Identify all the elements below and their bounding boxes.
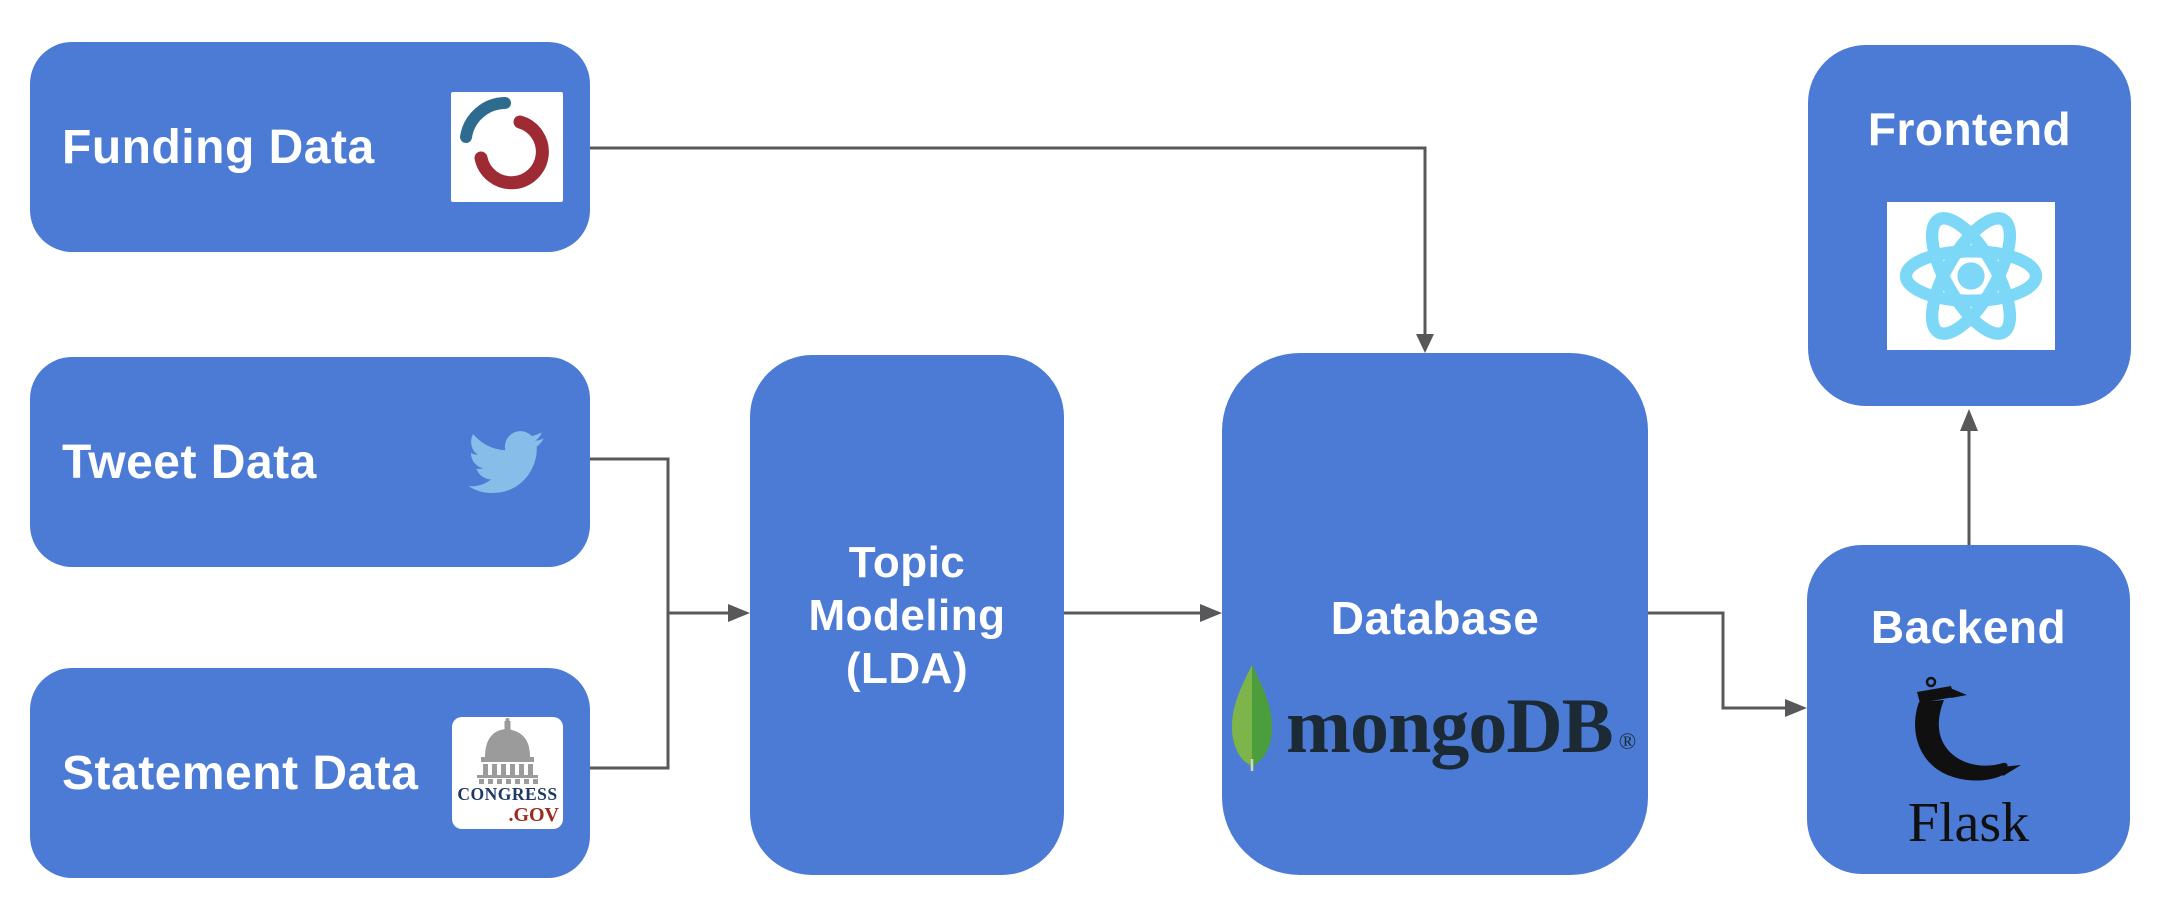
mongodb-wordmark: mongoDB [1286,682,1614,769]
node-statement-data: Statement Data CONGRESS [30,668,590,878]
twitter-logo-icon [468,430,544,494]
congress-gov-wordmark: .GOV [508,803,559,826]
edge-database-to-backend [1648,611,1786,710]
topic-modeling-label-line1: Topic [848,537,966,587]
capitol-dome-icon [477,718,538,784]
mongodb-registered-mark: ® [1618,729,1637,754]
opensecrets-logo-icon [451,92,563,202]
mongodb-logo: mongoDB ® [1230,665,1636,771]
node-database: Database mongoDB ® [1222,353,1648,875]
topic-modeling-label-line2: Modeling [808,590,1006,640]
flask-logo-icon [1903,675,2029,800]
arrowhead-into-backend [1785,699,1807,717]
statement-data-label: Statement Data [62,746,419,800]
backend-label: Backend [1870,601,2067,653]
node-topic-modeling: Topic Modeling (LDA) [750,355,1064,875]
frontend-label: Frontend [1867,103,2072,155]
flask-wordmark: Flask [1907,792,2030,854]
node-tweet-data: Tweet Data [30,357,590,567]
arrowhead-into-database-top [1416,334,1434,353]
funding-data-label: Funding Data [62,120,375,174]
arrowhead-into-topic-modeling [728,604,750,622]
topic-modeling-label-line3: (LDA) [845,643,969,693]
react-logo-icon [1887,202,2055,350]
database-label: Database [1330,592,1540,644]
node-backend: Backend Flask [1807,545,2130,874]
node-frontend: Frontend [1808,45,2131,406]
arrowhead-into-database-left [1200,604,1222,622]
congress-wordmark: CONGRESS [457,784,558,804]
edge-funding-to-database [590,146,1427,334]
mongodb-leaf-icon [1232,665,1272,771]
node-funding-data: Funding Data [30,42,590,252]
congress-gov-logo-icon: CONGRESS .GOV [452,717,563,829]
edge-tweet-statement-merge [589,457,670,770]
arrowhead-into-frontend [1960,409,1978,431]
tweet-data-label: Tweet Data [62,435,317,489]
